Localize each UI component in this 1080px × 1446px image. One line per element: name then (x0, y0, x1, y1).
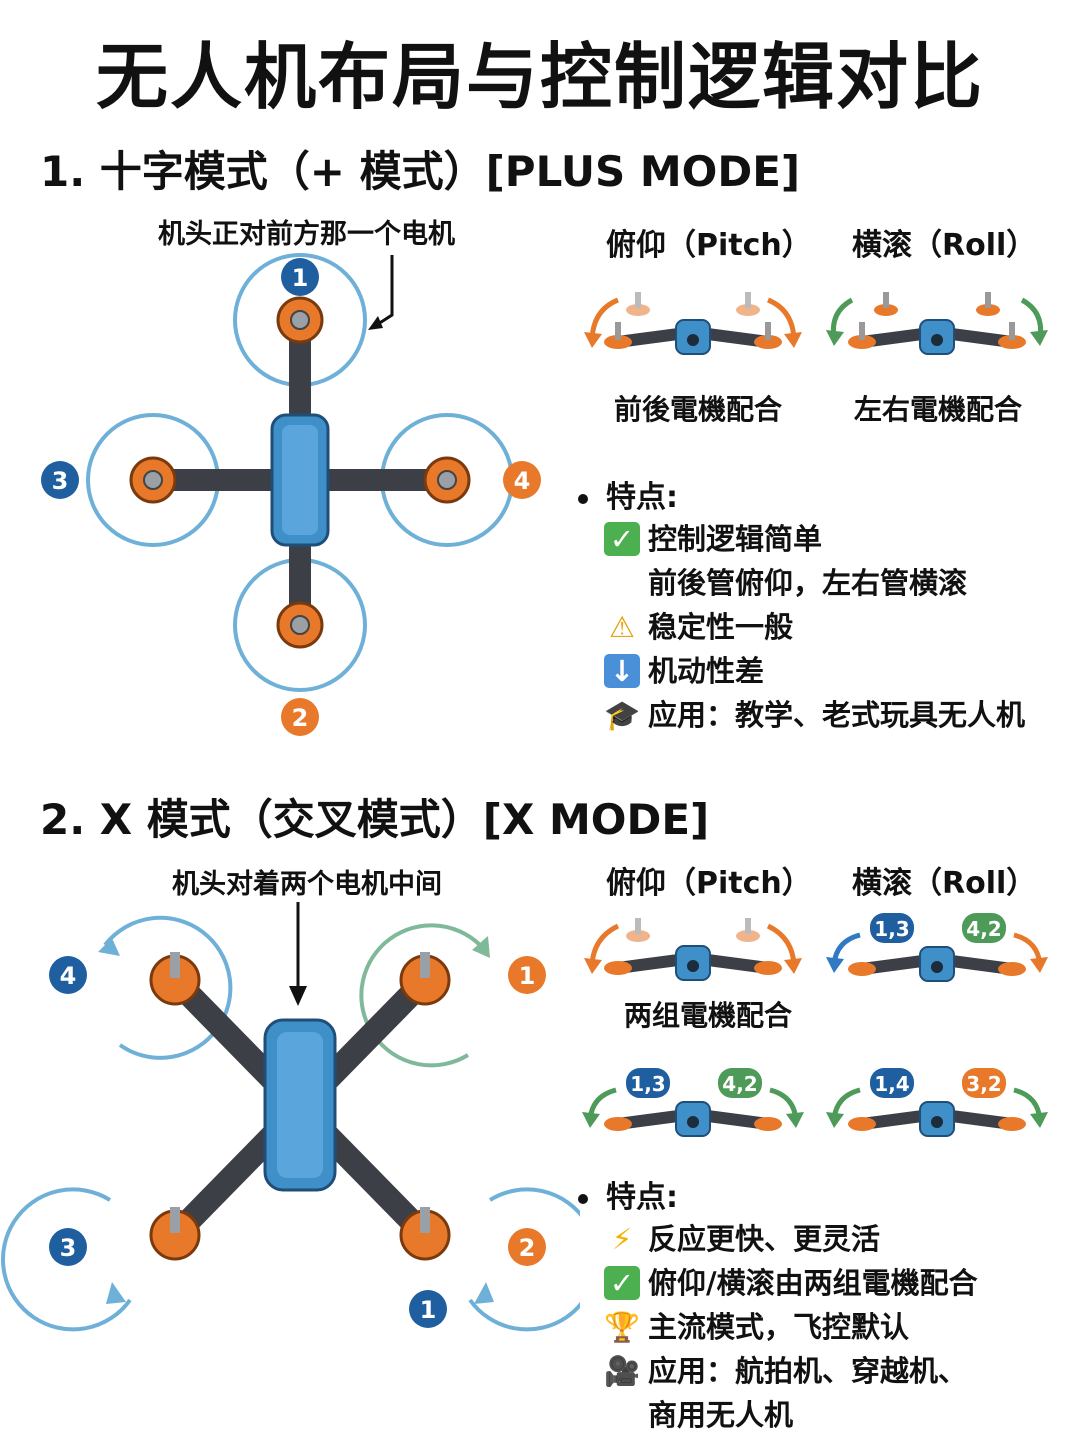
roll-pair-left: 1,3 (874, 917, 909, 941)
plus-features-title-text: 特点: (606, 480, 678, 515)
plus-pitch-caption: 前後電機配合 (613, 393, 782, 426)
plus-drone-diagram: 1 2 3 4 (41, 253, 541, 736)
pair-badge (870, 913, 914, 943)
roll-pair-right: 4,2 (966, 917, 1001, 941)
x-drone-diagram: 1 2 3 4 1 (1, 902, 580, 1332)
motor-1-bottom-badge (409, 1290, 447, 1328)
pair-a-left: 1,3 (630, 1072, 665, 1096)
x-feature-5-text: 商用无人机 (648, 1398, 794, 1432)
x-roll-label: 横滚（Roll） (852, 866, 1037, 901)
x-feature-4-text: 应用：航拍机、穿越机、 (648, 1354, 968, 1388)
pair-badge (962, 913, 1006, 943)
plus-feature-2: 前後管俯仰，左右管横滚 (604, 560, 967, 602)
x-pitch-label: 俯仰（Pitch） (606, 866, 812, 901)
plus-feature-3: ⚠ 稳定性一般 (604, 604, 793, 646)
motor-4-ring (103, 915, 233, 1060)
x-feature-1: ⚡ 反应更快、更灵活 (604, 1216, 880, 1258)
down-arrow-icon: ↓ (604, 654, 640, 688)
plus-roll-label: 横滚（Roll） (852, 228, 1037, 263)
motor-3-ring (1, 1187, 132, 1332)
plus-mode-heading: 1. 十字模式（+ 模式）[PLUS MODE] (40, 147, 801, 196)
pair-b-right: 3,2 (966, 1072, 1001, 1096)
x-feature-2: ✓俯仰/横滚由两组電機配合 (604, 1260, 978, 1302)
bullet-icon (578, 493, 588, 504)
motor-3-number: 3 (60, 1234, 77, 1262)
plus-roll-illustration (826, 292, 1048, 355)
warning-icon: ⚠ (609, 610, 635, 644)
x-mode-heading: 2. X 模式（交叉模式）[X MODE] (40, 795, 710, 844)
plus-nose-note: 机头正对前方那一个电机 (158, 219, 455, 250)
x-pitch-caption: 两组電機配合 (623, 999, 792, 1032)
motor-1-number: 1 (519, 962, 536, 990)
x-feature-1-text: 反应更快、更灵活 (648, 1222, 881, 1256)
x-features-title-text: 特点: (606, 1180, 678, 1215)
plus-roll-caption: 左右電機配合 (853, 393, 1022, 426)
check-icon: ✓ (604, 1266, 640, 1300)
camera-icon: 🎥 (604, 1354, 641, 1388)
motor-2-badge (281, 698, 319, 736)
x-pair-illustration-b: 1,4 3,2 (826, 1068, 1048, 1137)
plus-feature-4-text: 机动性差 (648, 654, 765, 688)
motor-icon (129, 296, 471, 649)
plus-feature-3-text: 稳定性一般 (648, 610, 794, 644)
check-icon: ✓ (604, 522, 640, 556)
plus-feature-5: 🎓应用：教学、老式玩具无人机 (604, 692, 1025, 734)
motor-1-ring (359, 923, 482, 1068)
x-pair-illustration-a: 1,3 4,2 (582, 1068, 804, 1137)
motor-4-badge (503, 461, 541, 499)
motor-1-badge (508, 956, 546, 994)
bullet-icon (578, 1193, 588, 1204)
graduation-cap-icon: 🎓 (604, 698, 641, 732)
plus-feature-4: ↓机动性差 (604, 648, 764, 690)
motor-2-number: 2 (519, 1234, 536, 1262)
motor-4-number: 4 (514, 467, 531, 495)
motor-1-number: 1 (292, 264, 309, 292)
motor-2-number: 2 (292, 704, 309, 732)
x-feature-5: 商用无人机 (604, 1392, 793, 1434)
x-features-title: 特点: (578, 1172, 678, 1216)
motor-1-bottom-number: 1 (420, 1296, 437, 1324)
plus-features-title: 特点: (578, 472, 678, 516)
plus-feature-1: ✓控制逻辑简单 (604, 516, 822, 558)
motor-1-badge (281, 258, 319, 296)
x-feature-3-text: 主流模式，飞控默认 (648, 1310, 910, 1344)
x-roll-illustration: 1,3 4,2 (826, 913, 1048, 982)
plus-feature-5-text: 应用：教学、老式玩具无人机 (648, 698, 1026, 732)
lightning-icon: ⚡ (611, 1222, 633, 1256)
motor-icon (149, 952, 451, 1261)
trophy-icon: 🏆 (604, 1310, 641, 1344)
x-pitch-illustration (584, 918, 802, 981)
motor-3-badge (49, 1228, 87, 1266)
x-feature-4: 🎥应用：航拍机、穿越机、 (604, 1348, 967, 1390)
pair-badge (718, 1068, 762, 1098)
pair-b-left: 1,4 (874, 1072, 909, 1096)
motor-4-badge (49, 956, 87, 994)
motor-3-number: 3 (52, 467, 69, 495)
pair-badge (962, 1068, 1006, 1098)
plus-feature-1-text: 控制逻辑简单 (648, 522, 823, 556)
x-nose-note: 机头对着两个电机中间 (172, 869, 442, 900)
motor-2-ring (468, 1187, 580, 1332)
x-feature-3: 🏆主流模式，飞控默认 (604, 1304, 909, 1346)
pair-badge (870, 1068, 914, 1098)
page-title: 无人机布局与控制逻辑对比 (95, 35, 984, 119)
pair-badge (626, 1068, 670, 1098)
motor-2-badge (508, 1228, 546, 1266)
plus-pitch-label: 俯仰（Pitch） (606, 228, 812, 263)
motor-4-number: 4 (60, 962, 77, 990)
pair-a-right: 4,2 (722, 1072, 757, 1096)
x-feature-2-text: 俯仰/横滚由两组電機配合 (648, 1266, 978, 1300)
motor-3-badge (41, 461, 79, 499)
plus-feature-2-text: 前後管俯仰，左右管横滚 (648, 566, 968, 600)
plus-pitch-illustration (584, 292, 802, 355)
